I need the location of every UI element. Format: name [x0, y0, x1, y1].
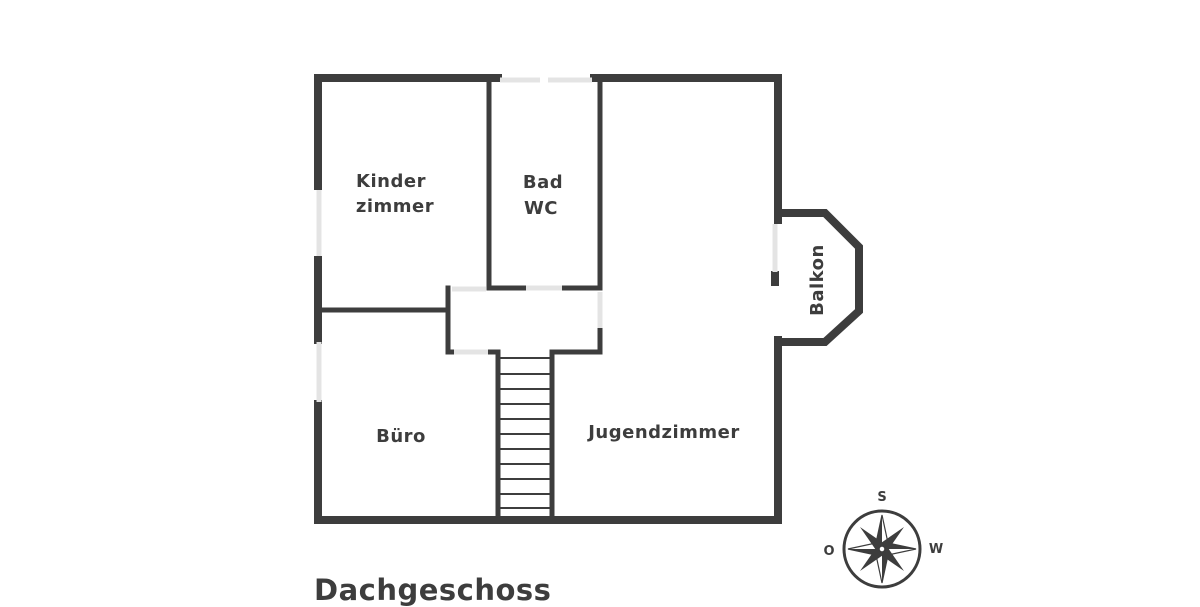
compass-letter-left: O: [823, 544, 834, 559]
label-balkon: Balkon: [807, 244, 828, 316]
label-bad-line1: Bad: [523, 172, 563, 193]
compass-rose: S O W: [823, 490, 943, 589]
staircase: [498, 357, 552, 509]
label-buero: Büro: [376, 426, 426, 447]
compass-letter-right: W: [929, 542, 943, 557]
wall-balkon: [774, 209, 863, 346]
interior-walls: [317, 77, 603, 521]
label-bad-line2: WC: [524, 198, 558, 219]
label-jugendzimmer: Jugendzimmer: [586, 422, 740, 443]
openings: [316, 77, 778, 402]
label-kinderzimmer-line2: zimmer: [356, 196, 434, 217]
compass-ring: [842, 509, 922, 589]
compass-star-icon: [847, 514, 917, 584]
compass-letter-top: S: [877, 490, 886, 505]
room-labels: Kinder zimmer Bad WC Büro Jugendzimmer B…: [356, 171, 828, 447]
walls: [314, 74, 863, 524]
floor-title: Dachgeschoss: [314, 573, 552, 607]
label-kinderzimmer-line1: Kinder: [356, 171, 426, 192]
